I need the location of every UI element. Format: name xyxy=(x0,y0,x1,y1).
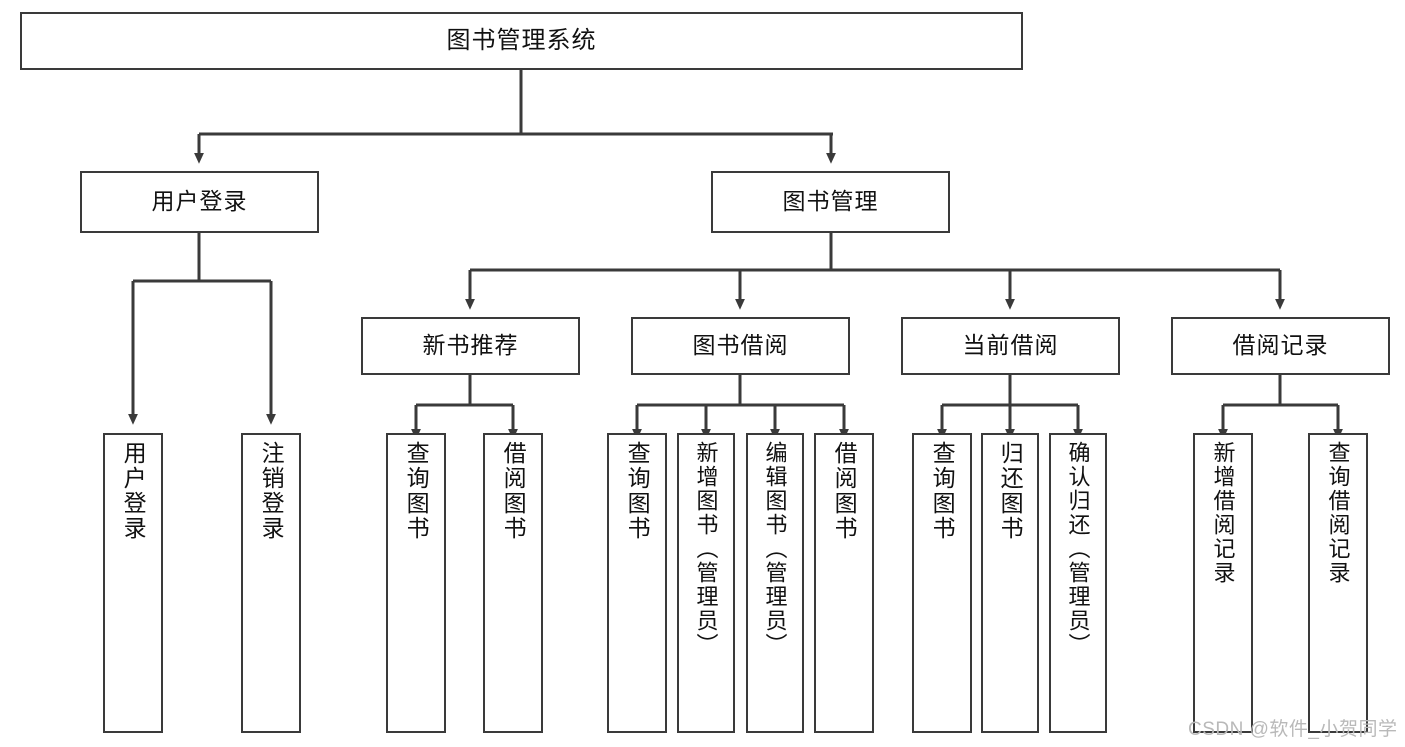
node-label: 用户登录 xyxy=(151,188,248,215)
leaf-user-login-login[interactable]: 用户登录 xyxy=(103,433,163,733)
node-user-login[interactable]: 用户登录 xyxy=(80,171,319,233)
leaf-borrow-record-query[interactable]: 查询借阅记录 xyxy=(1308,433,1368,733)
node-label: 查询借阅记录 xyxy=(1325,441,1351,585)
node-label: 查询图书 xyxy=(403,441,430,541)
leaf-new-book-query[interactable]: 查询图书 xyxy=(386,433,446,733)
node-label: 借阅图书 xyxy=(500,441,527,541)
node-label: 查询图书 xyxy=(624,441,651,541)
node-label: 图书管理系统 xyxy=(446,26,597,54)
node-label: 新增图书（管理员） xyxy=(693,441,719,657)
node-root-system[interactable]: 图书管理系统 xyxy=(20,12,1023,70)
node-label: 归还图书 xyxy=(997,441,1024,541)
node-label: 用户登录 xyxy=(120,441,147,541)
node-label: 图书借阅 xyxy=(692,332,789,359)
leaf-book-borrow-borrow[interactable]: 借阅图书 xyxy=(814,433,874,733)
node-book-management[interactable]: 图书管理 xyxy=(711,171,950,233)
node-label: 查询图书 xyxy=(929,441,956,541)
node-label: 借阅记录 xyxy=(1232,332,1329,359)
leaf-book-borrow-edit[interactable]: 编辑图书（管理员） xyxy=(746,433,804,733)
leaf-book-borrow-query[interactable]: 查询图书 xyxy=(607,433,667,733)
csdn-watermark: CSDN @软件_小贺同学 xyxy=(1188,719,1398,740)
node-new-book-recommend[interactable]: 新书推荐 xyxy=(361,317,580,375)
leaf-user-login-logout[interactable]: 注销登录 xyxy=(241,433,301,733)
node-label: 新增借阅记录 xyxy=(1210,441,1236,585)
node-label: 图书管理 xyxy=(782,188,879,215)
node-label: 编辑图书（管理员） xyxy=(762,441,788,657)
node-label: 当前借阅 xyxy=(962,332,1059,359)
node-label: 借阅图书 xyxy=(831,441,858,541)
node-borrow-records[interactable]: 借阅记录 xyxy=(1171,317,1390,375)
leaf-current-borrow-confirm[interactable]: 确认归还（管理员） xyxy=(1049,433,1107,733)
leaf-current-borrow-query[interactable]: 查询图书 xyxy=(912,433,972,733)
leaf-book-borrow-add[interactable]: 新增图书（管理员） xyxy=(677,433,735,733)
node-label: 新书推荐 xyxy=(422,332,519,359)
node-current-borrow[interactable]: 当前借阅 xyxy=(901,317,1120,375)
node-label: 注销登录 xyxy=(258,441,285,541)
node-book-borrow[interactable]: 图书借阅 xyxy=(631,317,850,375)
leaf-new-book-borrow[interactable]: 借阅图书 xyxy=(483,433,543,733)
node-label: 确认归还（管理员） xyxy=(1065,441,1091,657)
leaf-current-borrow-return[interactable]: 归还图书 xyxy=(981,433,1039,733)
leaf-borrow-record-add[interactable]: 新增借阅记录 xyxy=(1193,433,1253,733)
